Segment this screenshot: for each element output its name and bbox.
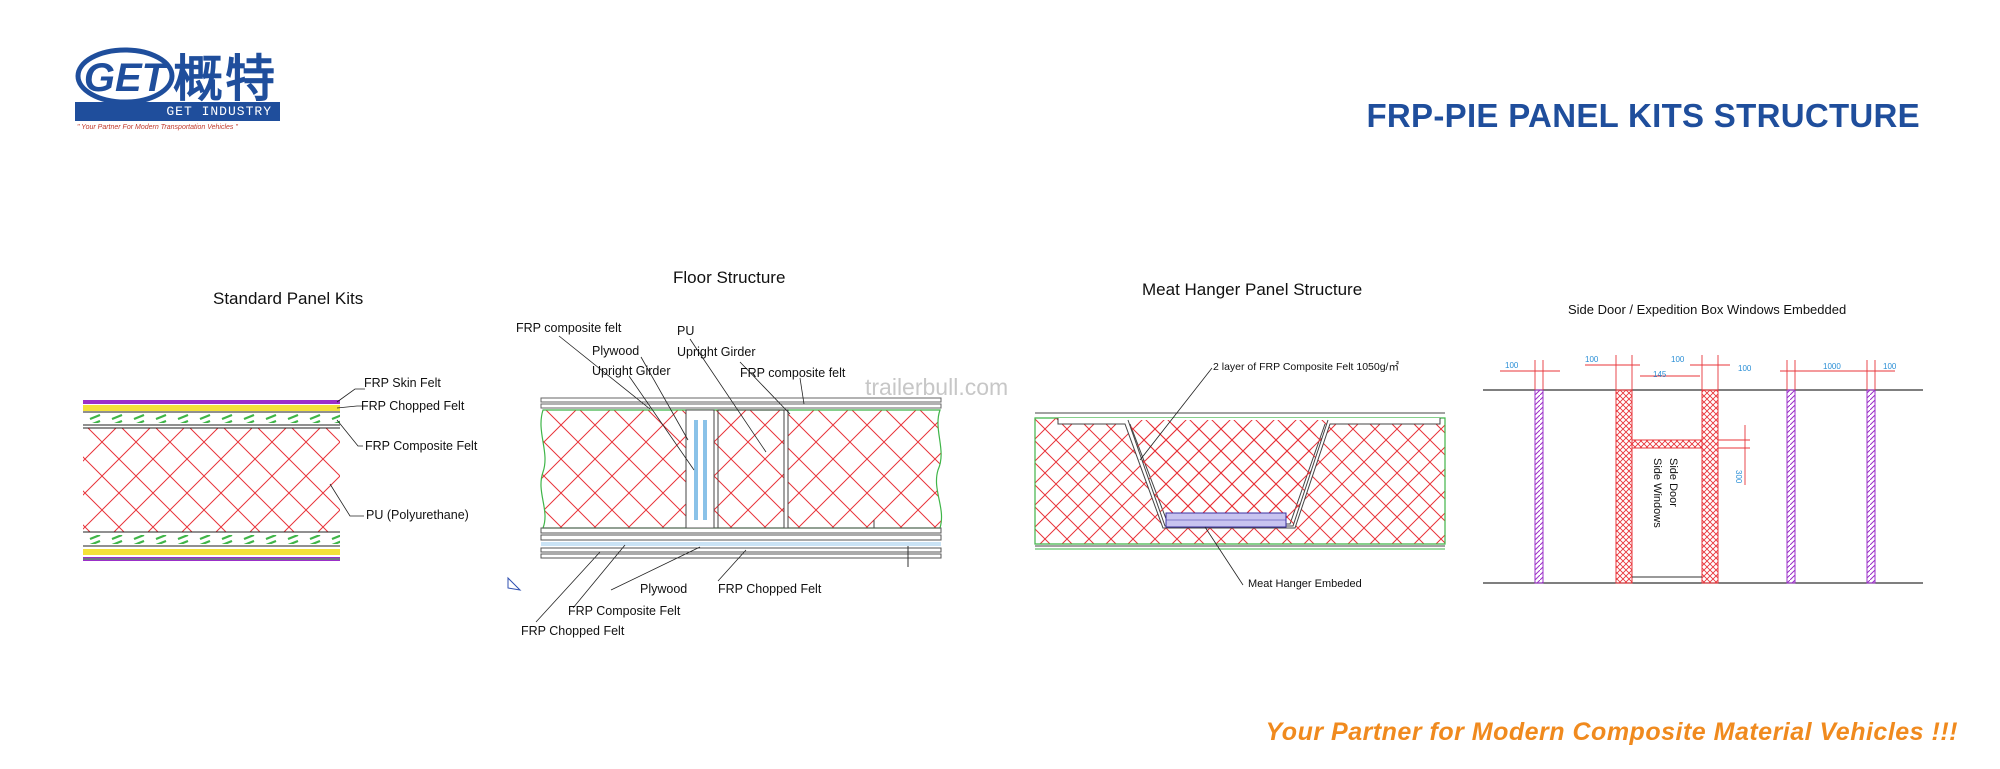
- dim-1000: 1000: [1823, 362, 1841, 371]
- post-door-left: [1615, 389, 1633, 584]
- label-composite-layers: 2 layer of FRP Composite Felt 1050g/㎡: [1213, 361, 1399, 373]
- label-frp-chopped-felt-right: FRP Chopped Felt: [718, 582, 822, 596]
- label-chopped-felt: FRP Chopped Felt: [361, 399, 465, 413]
- logo-tagline: " Your Partner For Modern Transportation…: [77, 124, 238, 131]
- label-side-door: Side Door: [1667, 458, 1679, 507]
- label-pu-floor: PU: [677, 324, 694, 338]
- label-frp-composite-felt-bottom: FRP Composite Felt: [568, 604, 681, 618]
- post-5: [1866, 389, 1876, 584]
- composite-felt-bottom: [83, 535, 340, 544]
- label-skin-felt: FRP Skin Felt: [364, 376, 441, 390]
- side-door-diagram: 100 100 100 145 100 1000 100 300 Side Do…: [1483, 355, 1923, 584]
- meat-hanger-title: Meat Hanger Panel Structure: [1142, 280, 1363, 299]
- dim-300: 300: [1734, 470, 1743, 484]
- label-meat-hanger-embeded: Meat Hanger Embeded: [1248, 578, 1362, 590]
- post-door-right: [1701, 389, 1719, 584]
- standard-panel-title: Standard Panel Kits: [213, 289, 364, 308]
- label-upright-girder-right: Upright Girder: [677, 345, 756, 359]
- label-upright-girder-left: Upright Girder: [592, 364, 671, 378]
- composite-felt-top: [83, 414, 340, 423]
- page-title: FRP-PIE PANEL KITS STRUCTURE: [1366, 97, 1920, 134]
- dim-100-e: 100: [1883, 362, 1897, 371]
- chopped-felt-bottom: [83, 549, 340, 555]
- floor-pu-core: [540, 409, 943, 529]
- floor-structure-title: Floor Structure: [673, 268, 786, 287]
- logo-name-bar: GET INDUSTRY: [75, 102, 280, 121]
- dim-100-c: 100: [1671, 355, 1685, 364]
- label-side-windows: Side Windows: [1651, 458, 1663, 528]
- logo-chinese-name: 概特: [173, 50, 277, 108]
- pu-core: [83, 428, 340, 532]
- label-pu: PU (Polyurethane): [366, 508, 469, 522]
- label-frp-composite-felt-right: FRP composite felt: [740, 366, 846, 380]
- chopped-felt-top: [83, 405, 340, 411]
- meat-hanger-diagram: 2 layer of FRP Composite Felt 1050g/㎡ Me…: [1034, 361, 1446, 590]
- logo-letters: GET: [84, 56, 170, 100]
- standard-panel-diagram: FRP Skin Felt FRP Chopped Felt FRP Compo…: [83, 376, 478, 561]
- label-composite-felt: FRP Composite Felt: [365, 439, 478, 453]
- side-door-title: Side Door / Expedition Box Windows Embed…: [1568, 302, 1847, 317]
- company-logo: GET 概特 GET INDUSTRY " Your Partner For M…: [75, 45, 290, 140]
- post-1: [1534, 389, 1544, 584]
- girder-right: [783, 409, 789, 529]
- dim-100-a: 100: [1505, 361, 1519, 370]
- dim-100-b: 100: [1585, 355, 1599, 364]
- girder-left: [685, 409, 715, 529]
- watermark-text: trailerbull.com: [865, 374, 1009, 400]
- dim-100-d: 100: [1738, 364, 1752, 373]
- dim-145: 145: [1653, 370, 1667, 379]
- floor-structure-diagram: FRP composite felt Plywood Upright Girde…: [507, 321, 943, 638]
- door-header: [1631, 439, 1703, 449]
- label-plywood-top: Plywood: [592, 344, 639, 358]
- footer-slogan: Your Partner for Modern Composite Materi…: [1265, 718, 1958, 746]
- label-frp-chopped-felt-bottom: FRP Chopped Felt: [521, 624, 625, 638]
- skin-felt-top: [83, 400, 340, 404]
- post-4: [1786, 389, 1796, 584]
- dimension-lines: [1500, 355, 1895, 485]
- label-plywood-bottom: Plywood: [640, 582, 687, 596]
- label-frp-composite-felt-top: FRP composite felt: [516, 321, 622, 335]
